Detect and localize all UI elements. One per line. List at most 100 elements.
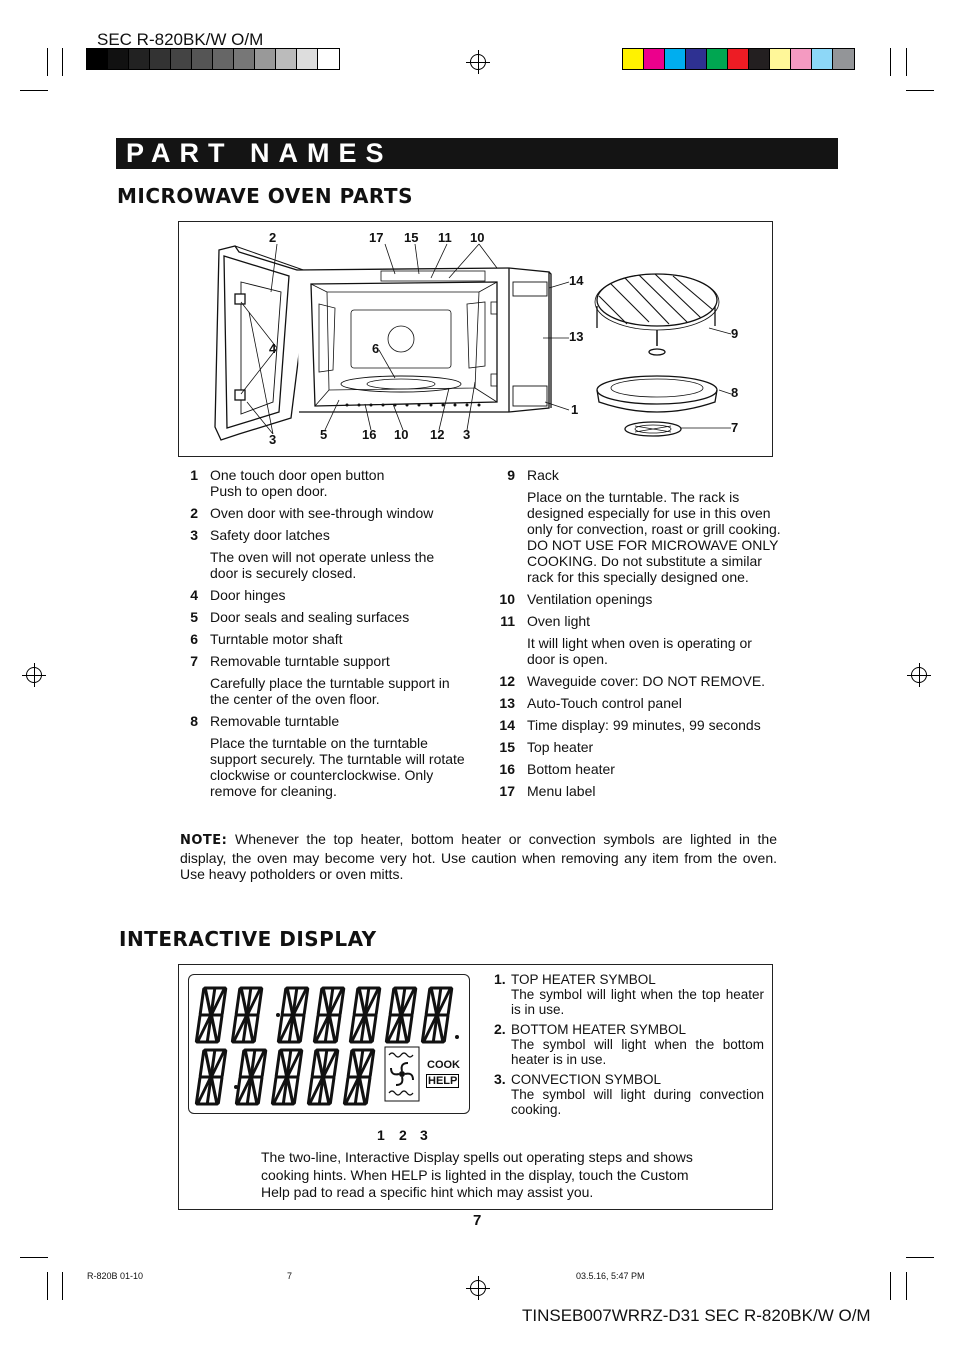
part-name: Oven door with see-through window — [210, 505, 434, 521]
safety-note: NOTE: Whenever the top heater, bottom he… — [180, 831, 777, 883]
callout-12: 12 — [430, 427, 445, 442]
part-number: 6 — [190, 631, 198, 647]
segment-character — [276, 986, 310, 1044]
segment-character — [306, 1048, 340, 1106]
part-name: Removable turntable support — [210, 653, 390, 669]
part-description: Place the turntable on the turntable sup… — [210, 735, 465, 799]
part-name: Top heater — [527, 739, 594, 755]
part-number: 1 — [190, 467, 198, 483]
part-number: 12 — [499, 673, 515, 689]
part-description: Place on the turntable. The rack is desi… — [527, 489, 781, 585]
part-number: 11 — [500, 613, 515, 629]
color-swatch — [234, 49, 255, 69]
color-swatch — [728, 49, 749, 69]
color-swatch — [129, 49, 150, 69]
segment-character — [420, 986, 454, 1044]
callout-14: 14 — [569, 273, 584, 288]
segment-character — [348, 986, 382, 1044]
part-number: 4 — [190, 587, 198, 603]
segment-character — [230, 986, 264, 1044]
display-figure: COOK HELP 1 2 3 — [178, 964, 773, 1210]
segment-character — [270, 1048, 304, 1106]
color-swatch — [833, 49, 854, 69]
part-description: The oven will not operate unless the doo… — [210, 549, 435, 581]
part-name: Safety door latches — [210, 527, 330, 543]
color-swatch — [770, 49, 791, 69]
part-number: 8 — [190, 713, 198, 729]
callout-17: 17 — [369, 230, 384, 245]
part-item: 4 Door hinges — [176, 587, 466, 603]
callout-10: 10 — [394, 427, 409, 442]
callout-2: 2 — [399, 1127, 407, 1143]
part-name: Turntable motor shaft — [210, 631, 343, 647]
part-number: 5 — [190, 609, 198, 625]
segment-character — [234, 1048, 268, 1106]
part-number: 9 — [507, 467, 515, 483]
model-code-header: SEC R-820BK/W O/M — [97, 30, 264, 49]
callout-3: 3 — [463, 427, 471, 442]
cook-indicator: COOK — [427, 1059, 460, 1071]
callout-13: 13 — [569, 329, 584, 344]
callout-4: 4 — [269, 341, 277, 356]
heater-convection-symbols — [384, 1046, 420, 1102]
part-name: Door hinges — [210, 587, 286, 603]
symbol-description: The symbol will light when the top heate… — [511, 987, 764, 1017]
part-description: It will light when oven is operating or … — [527, 635, 752, 667]
registration-mark-icon — [907, 663, 931, 687]
color-swatch — [213, 49, 234, 69]
part-item: 16 Bottom heater — [493, 761, 783, 777]
part-name: One touch door open button — [210, 467, 385, 483]
display-description: The two-line, Interactive Display spells… — [261, 1149, 693, 1200]
segment-dot — [455, 1035, 459, 1039]
callout-3: 3 — [420, 1127, 428, 1143]
part-item: 17 Menu label — [493, 783, 783, 799]
callout-10: 10 — [470, 230, 485, 245]
part-name: Bottom heater — [527, 761, 615, 777]
callout-9: 9 — [731, 326, 739, 341]
symbol-number: 1. — [494, 971, 506, 987]
part-number: 17 — [499, 783, 515, 799]
footer-timestamp: 03.5.16, 5:47 PM — [576, 1271, 645, 1281]
part-number: 15 — [499, 739, 515, 755]
callout-16: 16 — [362, 427, 377, 442]
part-number: 13 — [499, 695, 515, 711]
part-name: Menu label — [527, 783, 596, 799]
part-number: 7 — [190, 653, 198, 669]
segment-characters — [194, 986, 459, 1106]
color-swatch — [644, 49, 665, 69]
part-item: 15 Top heater — [493, 739, 783, 755]
part-name: Time display: 99 minutes, 99 seconds — [527, 717, 761, 733]
segment-dot — [276, 1013, 280, 1017]
footer-file-name: R-820B 01-10 — [87, 1271, 144, 1281]
callout-5: 5 — [320, 427, 328, 442]
symbol-number: 2. — [494, 1021, 506, 1037]
part-name: Oven light — [527, 613, 591, 629]
color-swatch — [276, 49, 297, 69]
part-description: Carefully place the turntable support in… — [210, 675, 450, 707]
oven-diagram-figure: 2 17 15 11 10 14 13 9 8 7 1 4 6 3 5 16 1… — [178, 221, 773, 457]
grayscale-color-bar — [86, 48, 340, 70]
note-label: NOTE: — [180, 833, 228, 848]
segment-dot — [234, 1085, 238, 1089]
callout-1: 1 — [377, 1127, 385, 1143]
segment-character — [342, 1048, 376, 1106]
part-name: Removable turntable — [210, 713, 340, 729]
registration-mark-icon — [466, 1276, 490, 1300]
callout-7: 7 — [731, 420, 739, 435]
section-heading-interactive-display: INTERACTIVE DISPLAY — [119, 927, 377, 951]
color-swatch — [171, 49, 192, 69]
symbol-title: CONVECTION SYMBOL — [511, 1072, 662, 1087]
part-number: 16 — [499, 761, 515, 777]
help-indicator: HELP — [426, 1074, 460, 1088]
callout-15: 15 — [404, 230, 419, 245]
